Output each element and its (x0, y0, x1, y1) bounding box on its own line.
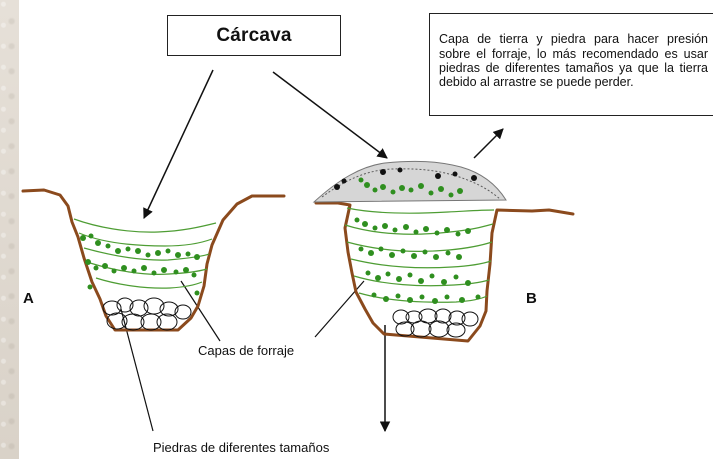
note-arrow (473, 128, 504, 159)
stones-leader-a (120, 308, 154, 432)
annotation-box: Capa de tierra y piedra para hacer presi… (429, 13, 713, 116)
diagram-title-box: Cárcava (167, 15, 341, 56)
forage-line-b5 (353, 275, 490, 287)
forage-dots-b (354, 177, 481, 304)
forage-line-b4 (350, 258, 492, 269)
forage-leader-a (180, 280, 221, 342)
forage-dots-a (80, 233, 200, 296)
forage-line-b3 (346, 241, 493, 252)
forage-line-a2 (78, 232, 213, 247)
forage-line-a3 (83, 247, 210, 261)
stones-label: Piedras de diferentes tamaños (153, 440, 330, 455)
cap-stones-b (334, 167, 477, 190)
title-arrow-to-a (143, 69, 214, 219)
forage-line-a5 (95, 277, 203, 289)
stones-b (392, 308, 479, 338)
forage-line-b2 (344, 223, 494, 235)
section-a-diagram (21, 188, 286, 332)
forage-line-b1 (346, 207, 495, 214)
section-a-label: A (23, 290, 34, 307)
section-b-diagram (312, 160, 575, 343)
cap-texture-b (321, 168, 501, 200)
diagram-title: Cárcava (216, 24, 292, 46)
stones-a (102, 297, 192, 331)
forage-layers-label: Capas de forraje (198, 343, 295, 358)
soil-outline-a (21, 188, 286, 332)
title-arrow-to-b (272, 71, 388, 159)
annotation-text: Capa de tierra y piedra para hacer presi… (439, 32, 708, 90)
section-b-label: B (526, 290, 537, 307)
soil-outline-b (314, 201, 575, 343)
forage-line-a1 (73, 218, 217, 233)
forage-line-a4 (89, 262, 208, 275)
